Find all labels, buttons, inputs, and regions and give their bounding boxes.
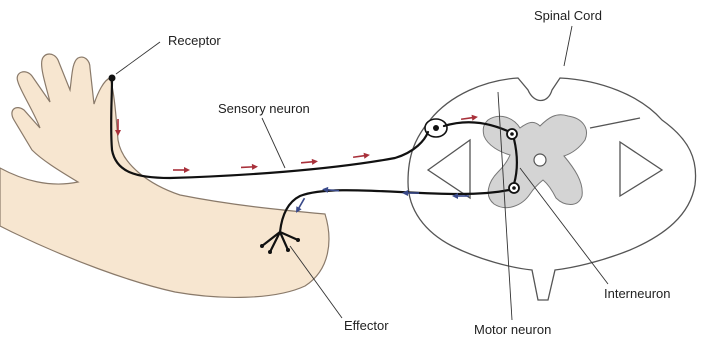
receptor-ending (109, 75, 116, 82)
central-canal (534, 154, 546, 166)
sensory-arrow (173, 167, 190, 173)
motor-arrow (402, 190, 419, 196)
ganglion-nucleus (433, 125, 439, 131)
sensory-arrow (353, 152, 371, 160)
white-matter-tract-top-right (590, 118, 640, 128)
sensory-direction-arrows (115, 114, 478, 173)
motor-neuron-nucleus (512, 186, 516, 190)
label-receptor: Receptor (168, 33, 221, 48)
white-matter-tract-right (620, 142, 662, 196)
arm (0, 54, 329, 297)
sensory-neuron-leader (262, 118, 285, 168)
receptor-leader (116, 42, 160, 74)
sensory-neuron-path (111, 78, 428, 178)
interneuron-nucleus (510, 132, 514, 136)
arm-shape (0, 54, 329, 297)
label-spinal-cord: Spinal Cord (534, 8, 602, 23)
sensory-arrow (301, 158, 318, 165)
spinal-cord (408, 78, 696, 300)
label-effector: Effector (344, 318, 389, 333)
motor-arrow (322, 186, 339, 193)
spinal-cord-leader (564, 26, 572, 66)
label-motor-neuron: Motor neuron (474, 322, 551, 337)
label-interneuron: Interneuron (604, 286, 671, 301)
white-matter-tract-left (428, 140, 470, 198)
sensory-arrow (241, 164, 258, 171)
label-sensory-neuron: Sensory neuron (218, 101, 310, 116)
sensory-arrow (461, 114, 479, 122)
